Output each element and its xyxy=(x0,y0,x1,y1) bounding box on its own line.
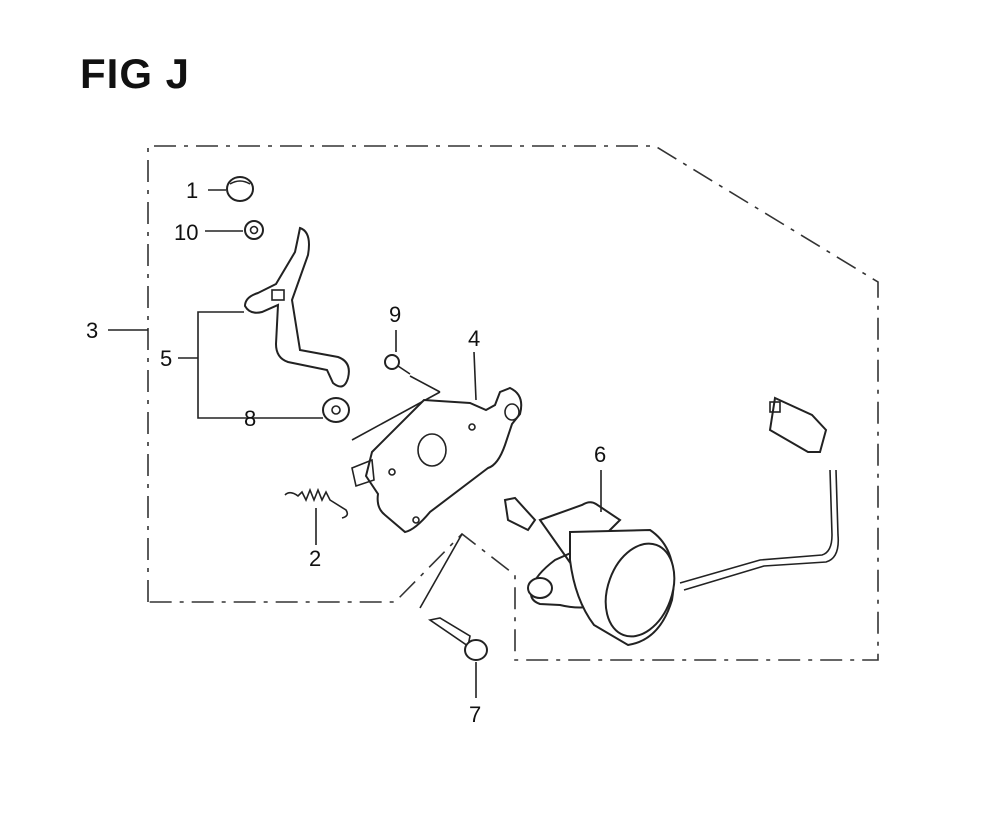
callout-9: 9 xyxy=(389,302,401,327)
part-10-nut xyxy=(205,220,264,240)
callout-1: 1 xyxy=(186,178,198,203)
part-4-plate xyxy=(351,351,523,534)
part-6-solenoid xyxy=(503,396,840,647)
figure-title: FIG J xyxy=(80,50,191,97)
part-5-lever xyxy=(243,226,350,388)
callout-10: 10 xyxy=(174,220,198,245)
callout-7: 7 xyxy=(469,702,481,727)
leader-lines xyxy=(108,311,323,419)
part-9-screw xyxy=(351,330,441,441)
callout-3: 3 xyxy=(86,318,98,343)
part-2-spring xyxy=(284,487,349,545)
callout-4: 4 xyxy=(468,326,480,351)
part-7-bolt xyxy=(419,533,488,698)
callout-6: 6 xyxy=(594,442,606,467)
part-1-cap xyxy=(208,176,254,202)
assembly-boundary xyxy=(147,145,879,661)
callout-2: 2 xyxy=(309,546,321,571)
callout-5: 5 xyxy=(160,346,172,371)
part-8-grommet xyxy=(322,397,350,423)
callout-8: 8 xyxy=(244,406,256,431)
